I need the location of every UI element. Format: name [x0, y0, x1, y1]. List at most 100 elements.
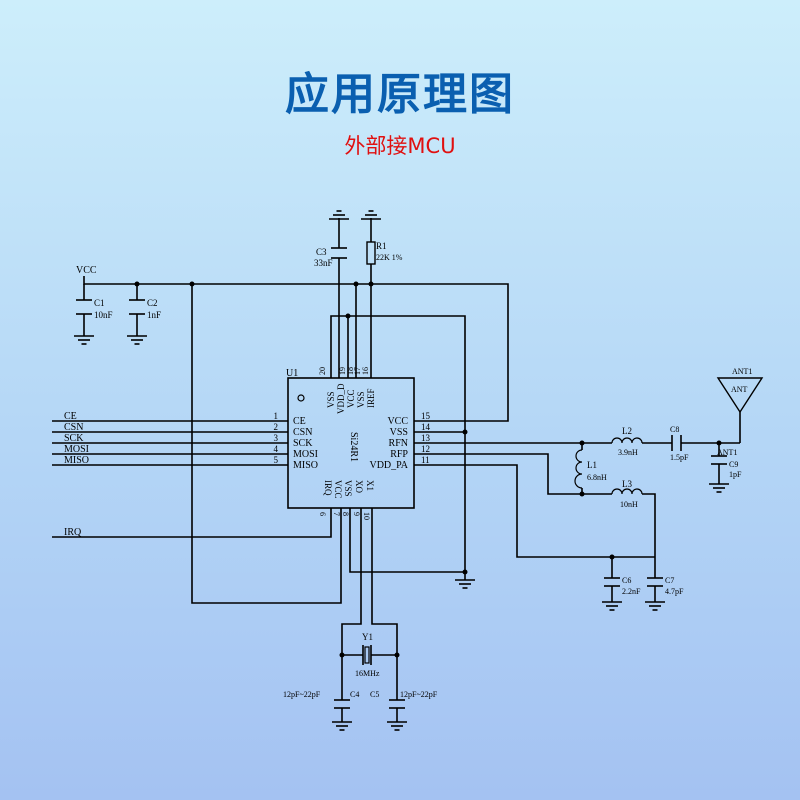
svg-text:ANT1: ANT1	[717, 448, 737, 457]
pin-number: 19	[338, 367, 347, 375]
signal-label: MISO	[64, 455, 89, 466]
svg-text:10nH: 10nH	[620, 500, 638, 509]
inductor-l3: L3 10nH	[611, 479, 643, 509]
svg-text:3.9nH: 3.9nH	[618, 448, 638, 457]
svg-text:22K 1%: 22K 1%	[376, 253, 403, 262]
pin-number: 18	[346, 367, 355, 375]
pin-label: CE	[293, 416, 306, 427]
svg-text:C2: C2	[147, 298, 158, 308]
pin-number: 5	[274, 455, 279, 465]
signal-label: MOSI	[64, 444, 89, 455]
svg-text:C7: C7	[665, 576, 674, 585]
svg-text:1.5pF: 1.5pF	[670, 453, 689, 462]
chip-center-label: Si24R1	[348, 432, 359, 462]
pin-number: 15	[421, 411, 431, 421]
svg-text:L3: L3	[622, 479, 632, 489]
pin-label: RFP	[390, 449, 408, 460]
pin-label: MOSI	[293, 449, 318, 460]
inductor-l2: L2 3.9nH	[611, 426, 643, 457]
svg-text:C5: C5	[370, 690, 379, 699]
capacitor-c8: C8 1.5pF	[670, 425, 689, 462]
resistor-r1: R1 22K 1%	[366, 241, 403, 265]
chip-ref: U1	[286, 368, 298, 379]
svg-text:12pF~22pF: 12pF~22pF	[283, 690, 321, 699]
pin-number: 17	[353, 367, 362, 375]
signal-label: IRQ	[64, 527, 82, 538]
crystal-y1: Y1 16MHz	[355, 632, 380, 678]
chip-body	[287, 377, 415, 509]
page-title: 应用原理图	[285, 69, 515, 120]
svg-text:C3: C3	[316, 247, 327, 257]
svg-text:L2: L2	[622, 426, 632, 436]
svg-text:L1: L1	[587, 460, 597, 470]
svg-text:C8: C8	[670, 425, 679, 434]
power-label: VCC	[76, 265, 97, 276]
pin-label: VSS	[390, 427, 408, 438]
pin-label: MISO	[293, 460, 318, 471]
capacitor-c1: C1 10nF	[76, 298, 113, 320]
pin-label: VSS	[343, 480, 353, 497]
svg-text:R1: R1	[376, 241, 387, 251]
inductor-l1: L1 6.8nH	[574, 449, 607, 489]
pin-number: 14	[421, 422, 431, 432]
pin-number: 2	[274, 422, 279, 432]
page-subtitle: 外部接MCU	[344, 134, 456, 158]
svg-text:6.8nH: 6.8nH	[587, 473, 607, 482]
svg-text:C6: C6	[622, 576, 631, 585]
svg-text:Y1: Y1	[362, 632, 373, 642]
svg-text:4.7pF: 4.7pF	[665, 587, 684, 596]
svg-text:10nF: 10nF	[94, 310, 113, 320]
pin-number: 13	[421, 433, 431, 443]
pin-label: VCC	[387, 416, 408, 427]
pin-number: 16	[361, 367, 370, 375]
svg-text:ANT1: ANT1	[732, 367, 752, 376]
svg-text:1nF: 1nF	[147, 310, 161, 320]
pin-number: 8	[341, 512, 350, 516]
signal-label: CSN	[64, 422, 83, 433]
pin-label: VDD_D	[336, 383, 346, 414]
svg-text:2.2nF: 2.2nF	[622, 587, 641, 596]
pin-label: X1	[365, 480, 375, 491]
pin-number: 20	[318, 367, 327, 375]
pin-number: 6	[318, 512, 327, 516]
pin-number: 12	[421, 444, 430, 454]
pin-label: VSS	[326, 391, 336, 408]
capacitor-c2: C2 1nF	[129, 298, 161, 320]
capacitor-c5: C5 12pF~22pF	[370, 690, 438, 709]
pin-label: VCC	[333, 480, 343, 499]
capacitor-c9: C9 1pF	[711, 455, 742, 479]
pin-label: CSN	[293, 427, 312, 438]
pin-number: 4	[274, 444, 279, 454]
pin-number: 11	[421, 455, 430, 465]
pin-number: 3	[274, 433, 279, 443]
pin-number: 10	[362, 512, 371, 520]
svg-text:16MHz: 16MHz	[355, 669, 380, 678]
pin-label: SCK	[293, 438, 313, 449]
svg-text:C1: C1	[94, 298, 105, 308]
antenna-ant1: ANT1 ANT ANT1	[716, 367, 764, 457]
pin-label: VSS	[356, 391, 366, 408]
svg-text:33nF: 33nF	[314, 258, 333, 268]
pin-label: IREF	[366, 388, 376, 408]
svg-text:ANT: ANT	[731, 385, 748, 394]
signal-label: SCK	[64, 433, 84, 444]
capacitor-c7: C7 4.7pF	[647, 576, 684, 596]
pin-number: 9	[352, 512, 361, 516]
capacitor-c4: 12pF~22pF C4	[283, 690, 359, 709]
svg-text:12pF~22pF: 12pF~22pF	[400, 690, 438, 699]
pin-label: IRQ	[323, 480, 333, 496]
svg-text:C4: C4	[350, 690, 359, 699]
pin-number: 1	[274, 411, 279, 421]
pin-label: XO	[354, 480, 364, 493]
pin-label: VCC	[346, 389, 356, 408]
capacitor-c6: C6 2.2nF	[604, 576, 641, 596]
pin-number: 7	[332, 512, 341, 516]
pin-label: VDD_PA	[369, 460, 408, 471]
pin-label: RFN	[389, 438, 408, 449]
svg-text:1pF: 1pF	[729, 470, 742, 479]
svg-text:C9: C9	[729, 460, 738, 469]
signal-label: CE	[64, 411, 77, 422]
capacitor-c3: C3 33nF	[314, 247, 347, 268]
